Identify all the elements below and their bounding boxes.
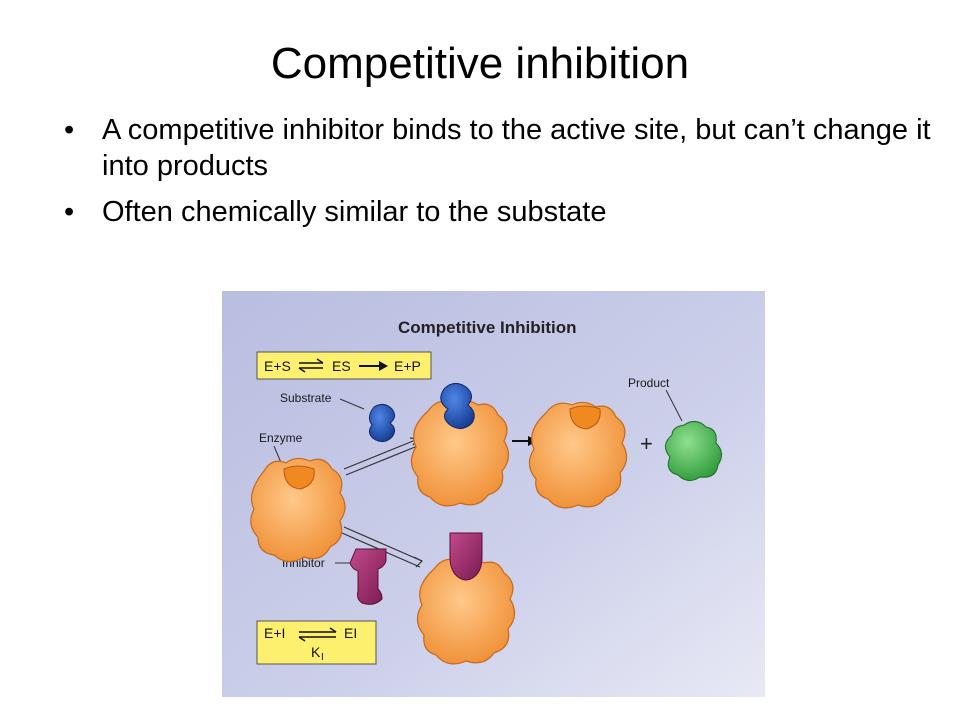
enzyme-released xyxy=(528,401,628,509)
plus-sign: + xyxy=(640,431,653,456)
eq-e-plus-s: E+S xyxy=(264,358,291,374)
eq-es: ES xyxy=(332,358,351,374)
inhibitor-molecule xyxy=(349,548,387,605)
eq-e-plus-i: E+I xyxy=(264,625,285,641)
equation-box-top: E+S ES E+P xyxy=(256,351,432,380)
equilibrium-arrows-icon xyxy=(298,627,337,642)
product-molecule xyxy=(665,421,722,481)
enzyme-substrate-complex xyxy=(410,383,510,507)
substrate-pointer xyxy=(339,398,365,410)
bullet-item: • Often chemically similar to the substat… xyxy=(62,194,942,230)
right-arrow-icon xyxy=(359,361,388,371)
eq-ei: EI xyxy=(344,625,357,641)
equation-box-bottom: E+I EI K I xyxy=(256,620,377,665)
bullet-list: • A competitive inhibitor binds to the ac… xyxy=(62,112,942,240)
equilibrium-arrows-icon xyxy=(298,358,324,373)
eq-ki: K xyxy=(311,644,321,660)
bullet-text: A competitive inhibitor binds to the act… xyxy=(102,114,931,182)
enzyme-free xyxy=(250,457,346,563)
enzyme-inhibitor-complex xyxy=(416,532,516,665)
bullet-text: Often chemically similar to the substate xyxy=(102,196,607,228)
slide-title: Competitive inhibition xyxy=(270,39,690,88)
substrate-label: Substrate xyxy=(280,391,332,405)
eq-e-plus-p: E+P xyxy=(394,358,421,374)
figure-title: Competitive Inhibition xyxy=(398,318,577,337)
product-label: Product xyxy=(628,376,670,390)
competitive-inhibition-figure: Competitive Inhibition E+S ES E+P Substr… xyxy=(222,291,765,697)
bullet-item: • A competitive inhibitor binds to the ac… xyxy=(62,112,942,184)
product-pointer xyxy=(665,389,683,422)
bullet-dot: • xyxy=(64,196,75,228)
eq-ki-subscript: I xyxy=(321,652,324,663)
enzyme-label: Enzyme xyxy=(259,431,303,445)
substrate-molecule xyxy=(368,403,396,443)
bullet-dot: • xyxy=(64,114,75,146)
